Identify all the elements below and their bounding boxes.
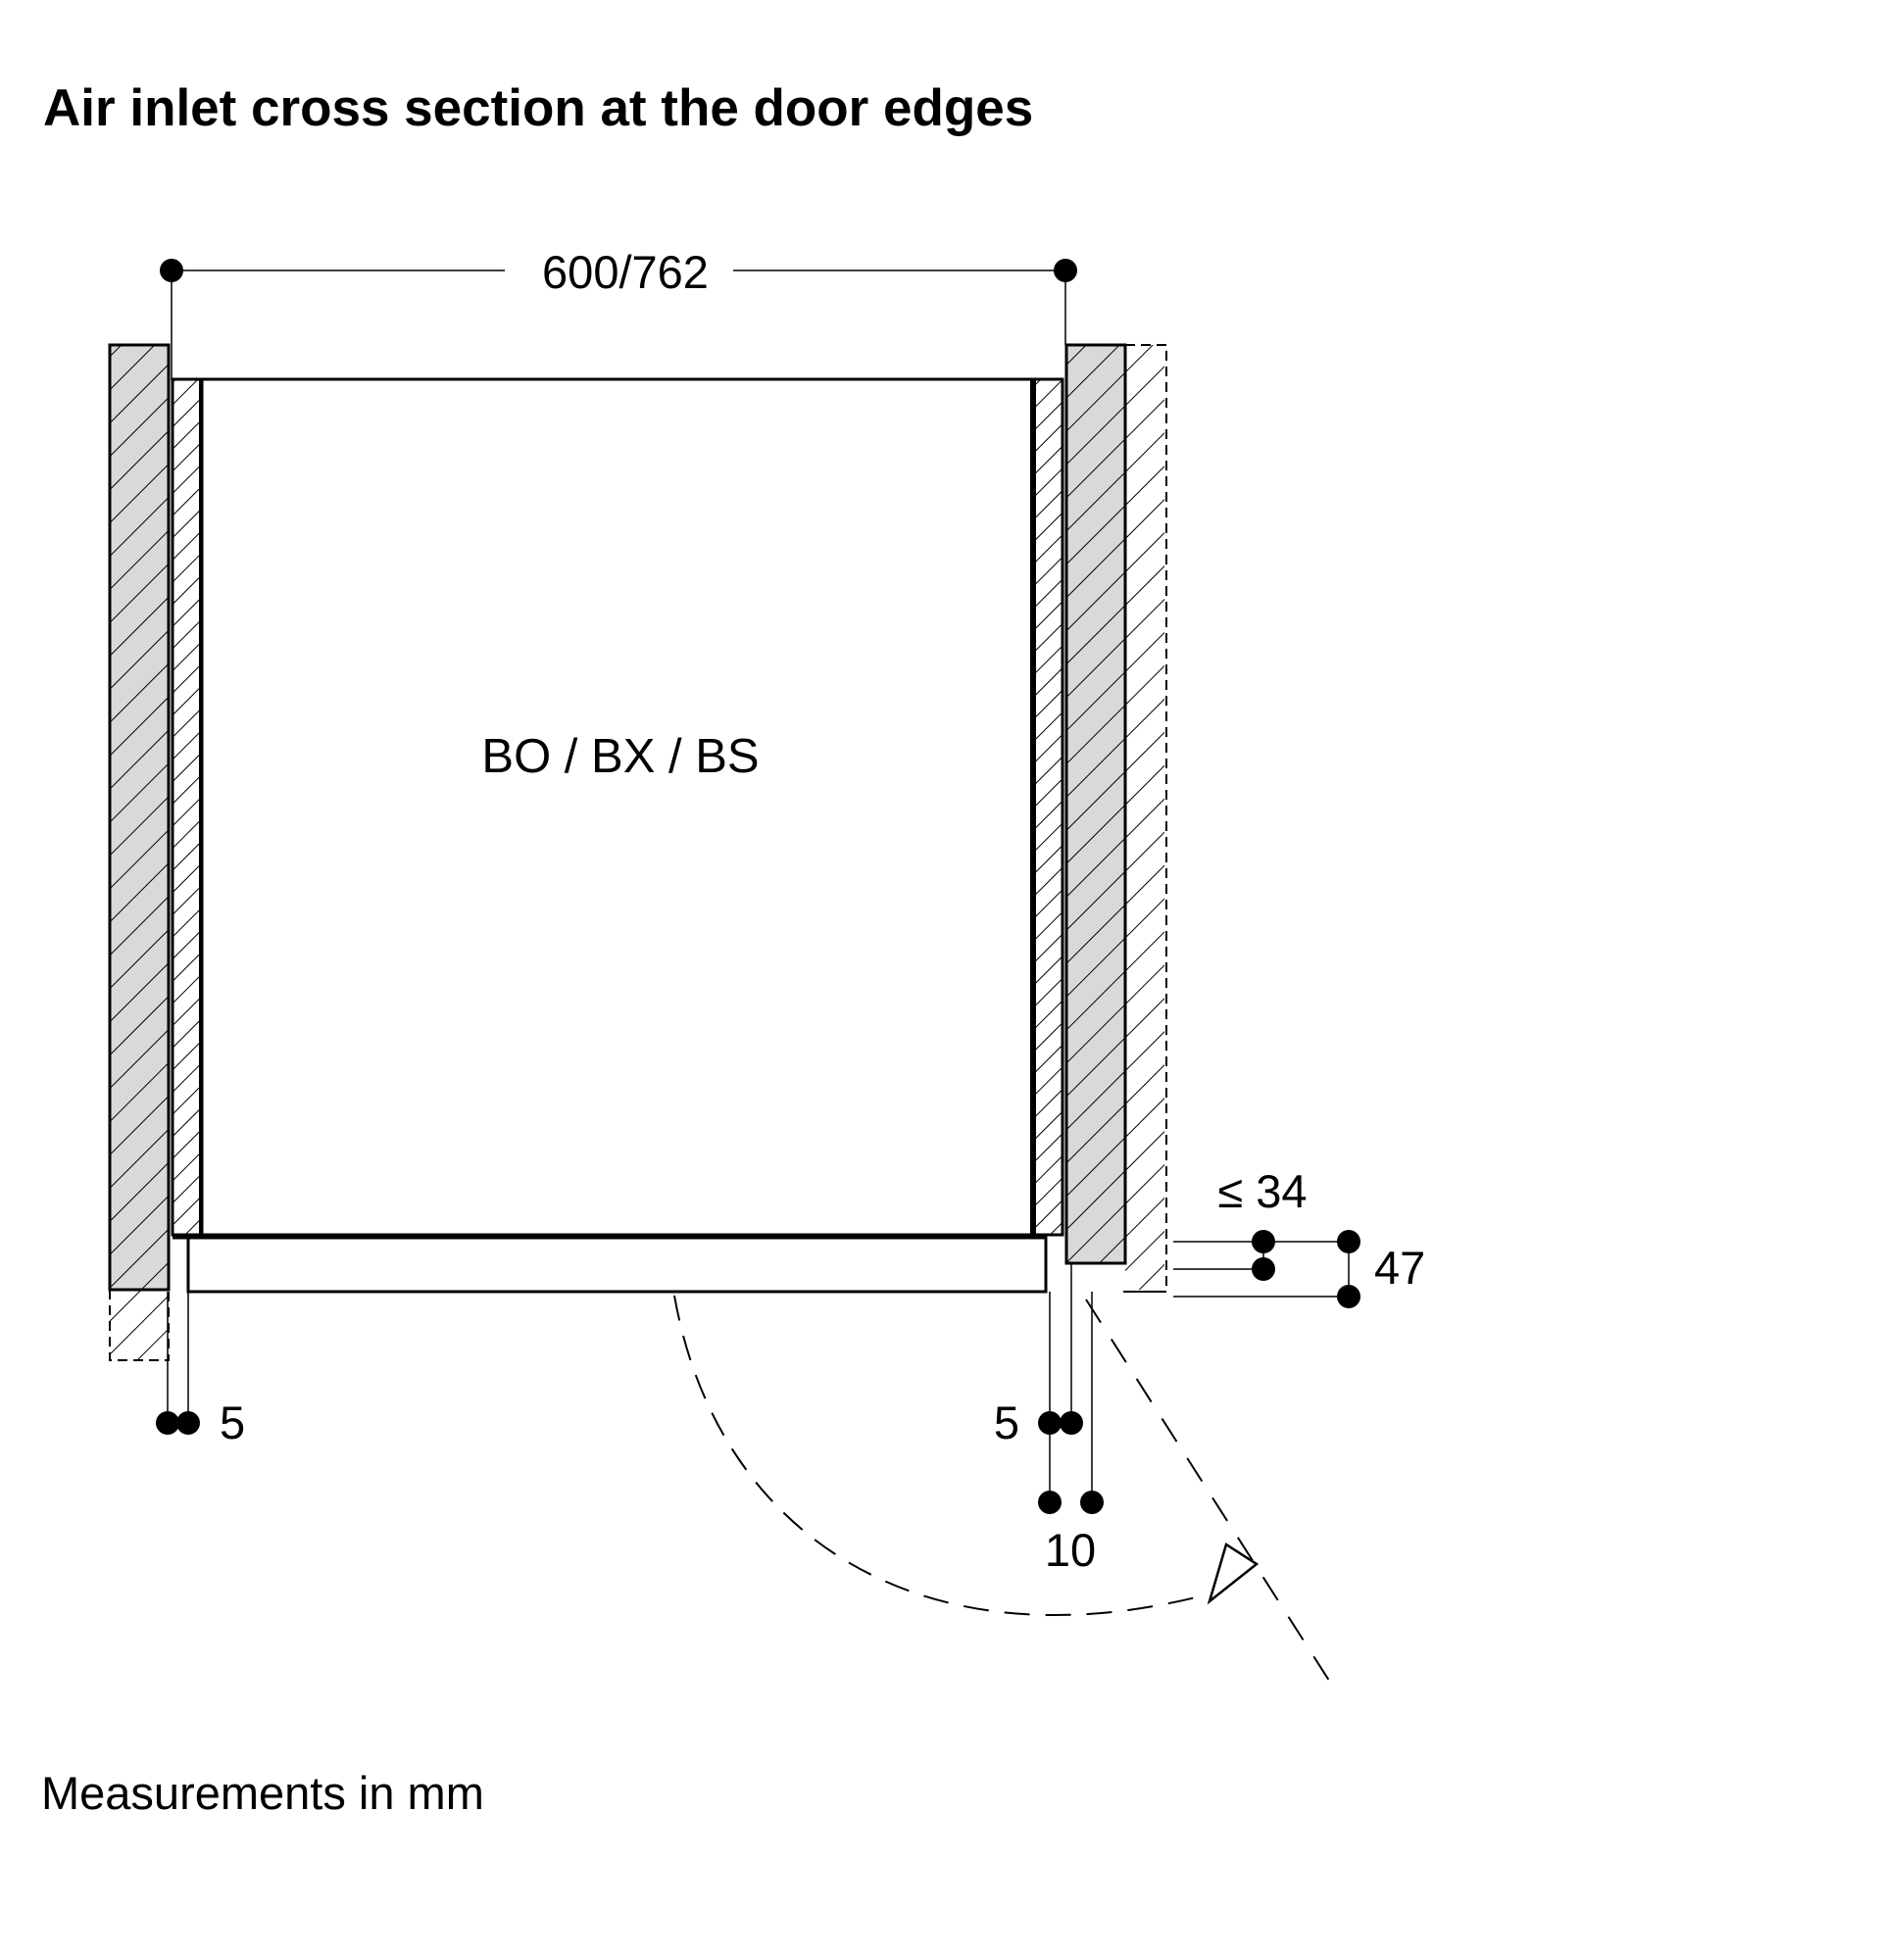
measurement-unit-note: Measurements in mm [41, 1767, 484, 1819]
left-gap-dimension: 5 [156, 1292, 245, 1448]
appliance-door [186, 1236, 1048, 1294]
left-cabinet-wall [108, 343, 171, 1292]
width-dimension-label: 600/762 [542, 246, 709, 298]
left-appliance-side [171, 377, 205, 1237]
appliance-body [200, 377, 1035, 1237]
diagram-title: Air inlet cross section at the door edge… [43, 79, 1034, 137]
right-offset-label: 10 [1045, 1524, 1096, 1576]
right-gap-dimension: 5 [994, 1264, 1083, 1502]
right-offset-dimension: 10 [1038, 1292, 1104, 1576]
door-swing [673, 1295, 1332, 1685]
right-cabinet-wall [1064, 343, 1127, 1265]
depth-label: 47 [1374, 1242, 1425, 1294]
right-appliance-side [1030, 377, 1064, 1237]
right-gap-label: 5 [994, 1396, 1019, 1448]
depth-dimensions: ≤ 34 47 [1173, 1165, 1425, 1308]
max-protrusion-label: ≤ 34 [1217, 1165, 1307, 1217]
right-wall-extension-dashed [1123, 344, 1167, 1293]
left-wall-extension-dashed [109, 1290, 170, 1361]
left-gap-label: 5 [220, 1396, 245, 1448]
appliance-label: BO / BX / BS [481, 730, 759, 783]
width-dimension: 600/762 [160, 246, 1077, 380]
swing-arrow-icon [1207, 1543, 1260, 1605]
